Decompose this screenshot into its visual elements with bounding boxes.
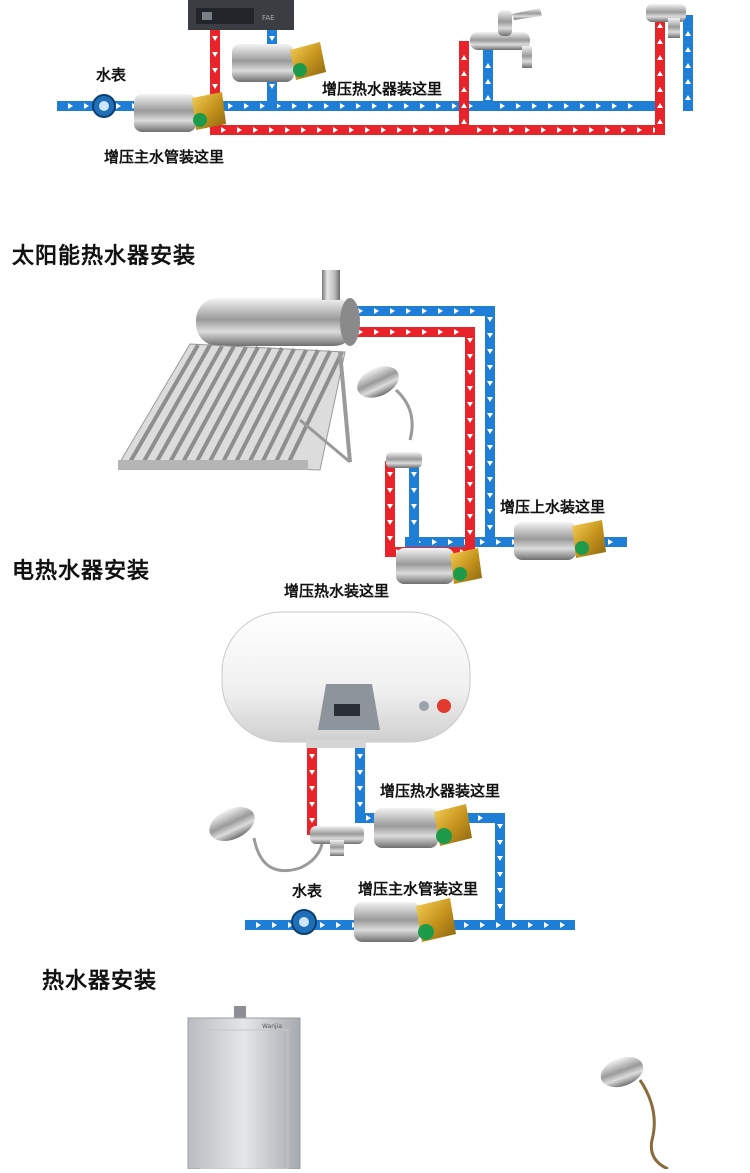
top-cold-end-riser [683, 15, 693, 111]
top-water-meter [93, 95, 115, 117]
gas-section-title: 热水器安装 [42, 963, 157, 995]
solar-cold-valve-riser [409, 461, 419, 547]
top-hot-main-pipe [210, 125, 665, 135]
solar-hot-pump-label: 增压热水装这里 [284, 580, 389, 601]
solar-hot-riser [465, 327, 475, 557]
elec-hot-out-pipe [307, 743, 317, 835]
top-gas-heater-bottom: FAE [188, 0, 294, 30]
top-faucet [470, 8, 542, 68]
elec-cold-in-pipe [355, 743, 365, 823]
solar-shower-head [352, 360, 412, 440]
top-hot-faucet-riser [459, 41, 469, 135]
solar-hot-valve-riser [385, 461, 395, 557]
solar-section-title: 太阳能热水器安装 [12, 238, 196, 270]
top-main-pump-label: 增压主水管装这里 [104, 146, 224, 167]
solar-hot-top-pipe [347, 327, 475, 337]
electric-main-pump [354, 898, 456, 942]
top-hot-end-riser [655, 15, 665, 135]
top-heater-pump-label: 增压热水器装这里 [322, 78, 442, 99]
electric-water-meter [292, 910, 316, 934]
solar-inlet-pump-label: 增压上水装这里 [500, 496, 605, 517]
top-water-meter-label: 水表 [96, 64, 126, 85]
gas-water-heater: Wanjia [188, 1006, 300, 1169]
electric-water-meter-label: 水表 [292, 880, 322, 901]
svg-text:Wanjia: Wanjia [262, 1023, 282, 1030]
electric-heater-pump [374, 804, 472, 848]
top-cold-faucet-riser [483, 41, 493, 111]
solar-cold-top-pipe [347, 306, 495, 316]
electric-section-title: 电热水器安装 [12, 553, 150, 585]
electric-main-pump-label: 增压主水管装这里 [358, 878, 478, 899]
electric-heater [222, 612, 470, 748]
solar-heater [118, 270, 360, 470]
solar-mixer-valve [386, 452, 422, 468]
top-heater-pump [232, 42, 326, 82]
top-mixer-valve [646, 4, 686, 38]
top-main-pump [134, 92, 226, 132]
solar-inlet-pump [514, 520, 606, 560]
svg-text:FAE: FAE [262, 14, 275, 22]
elec-cold-riser [495, 813, 505, 930]
solar-hot-pump [396, 548, 482, 584]
electric-heater-pump-label: 增压热水器装这里 [380, 780, 500, 801]
electric-shower-head [204, 800, 322, 870]
solar-collector [118, 344, 350, 470]
gas-shower-head [597, 1051, 668, 1169]
solar-cold-riser [485, 306, 495, 547]
